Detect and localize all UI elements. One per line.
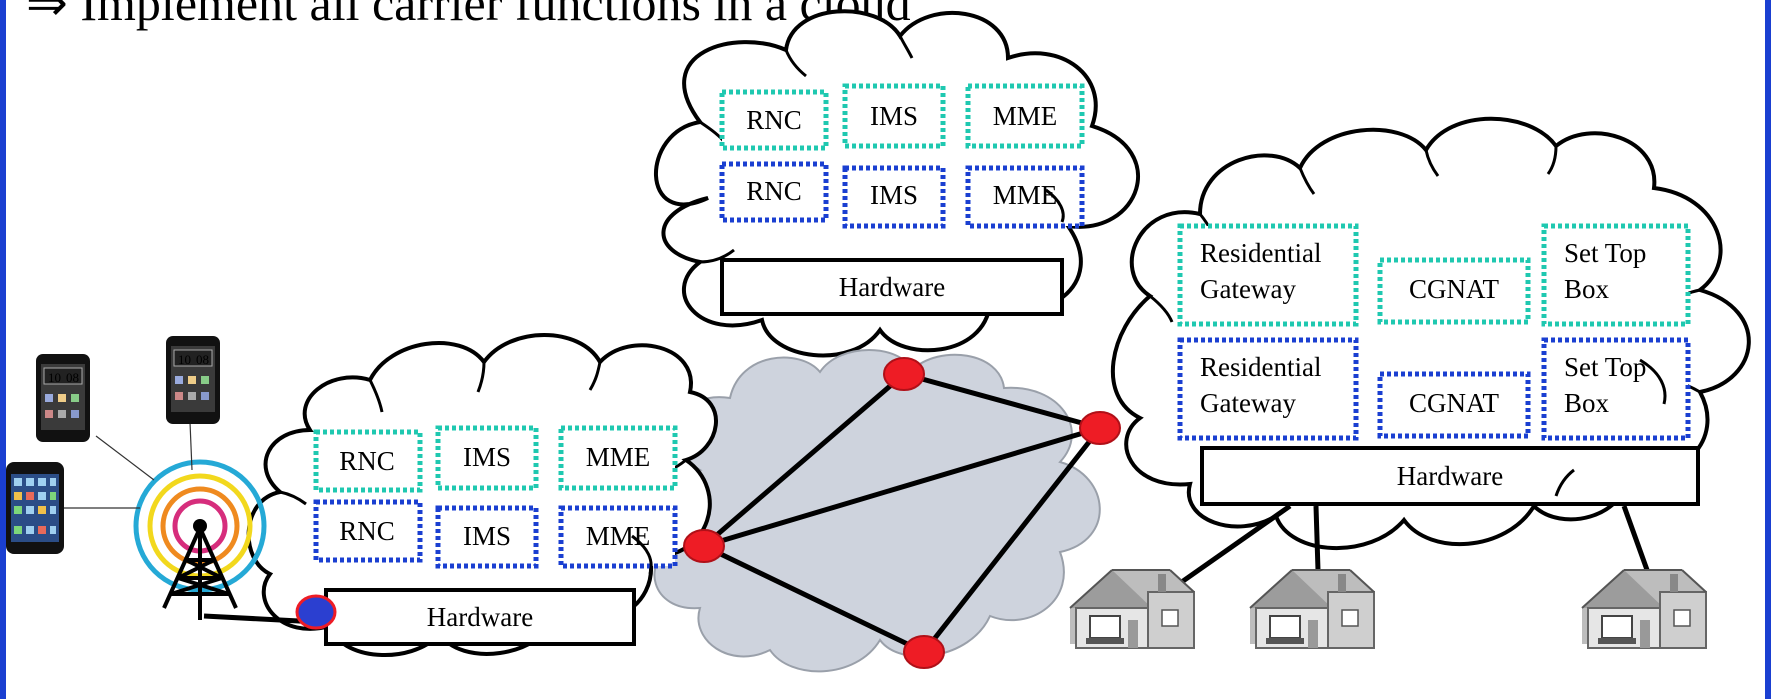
router-icon: [683, 529, 725, 563]
backbone-cloud: [653, 349, 1101, 673]
mobile-bottom-nf-3: MME: [586, 521, 651, 551]
mobile-top-nf-3: MME: [586, 442, 651, 472]
core-bottom-nf-1: RNC: [746, 176, 802, 206]
core-hardware-label: Hardware: [839, 272, 945, 302]
router-icon: [903, 635, 945, 669]
mobile-hardware-label: Hardware: [427, 602, 533, 632]
res-top-nf-3-line2: Box: [1564, 274, 1610, 304]
res-top-nf-1-line2: Gateway: [1200, 274, 1296, 304]
house-icon: [1581, 569, 1707, 649]
res-hardware-label: Hardware: [1397, 461, 1503, 491]
res-top-nf-1-line1: Residential: [1200, 238, 1321, 268]
res-bottom-nf-3-line1: Set Top: [1564, 352, 1646, 382]
res-bottom-nf-1-line1: Residential: [1200, 352, 1321, 382]
mobile-top-nf-1: RNC: [339, 446, 395, 476]
house-icon: [1069, 569, 1195, 649]
router-icon: [1079, 411, 1121, 445]
res-bottom-nf-2: CGNAT: [1409, 388, 1500, 418]
slide-title: ⇒ Implement all carrier functions in a c…: [26, 0, 911, 31]
port-icon: [295, 594, 337, 630]
cell-tower-icon: [133, 459, 267, 620]
core-top-nf-1: RNC: [746, 105, 802, 135]
mobile-bottom-nf-2: IMS: [463, 521, 511, 551]
res-bottom-nf-1-line2: Gateway: [1200, 388, 1296, 418]
mobile-bottom-nf-1: RNC: [339, 516, 395, 546]
slide-border-left: [0, 0, 6, 699]
res-top-nf-2: CGNAT: [1409, 274, 1500, 304]
core-bottom-nf-2: IMS: [870, 180, 918, 210]
house-icon: [1249, 569, 1375, 649]
slide-border-right: [1765, 0, 1771, 699]
res-bottom-nf-3-line2: Box: [1564, 388, 1610, 418]
core-top-nf-3: MME: [993, 101, 1058, 131]
core-top-nf-2: IMS: [870, 101, 918, 131]
slide-bottom-mask: [1060, 652, 1700, 699]
smartphone-icon: [165, 335, 221, 425]
core-cloud: RNC IMS MME RNC IMS MME Hardware: [654, 9, 1140, 358]
iphone-icon: [6, 462, 64, 554]
backbone-links: [702, 371, 1102, 655]
mobile-cloud: RNC IMS MME RNC IMS MME Hardware: [246, 333, 718, 658]
mobile-top-nf-2: IMS: [463, 442, 511, 472]
smartphone-icon: [35, 353, 91, 443]
res-top-nf-3-line1: Set Top: [1564, 238, 1646, 268]
core-bottom-nf-3: MME: [993, 180, 1058, 210]
residential-cloud: Residential Gateway CGNAT Set Top Box Re…: [1110, 116, 1751, 550]
tower-to-phone-links: [62, 421, 193, 509]
router-icon: [883, 357, 925, 391]
